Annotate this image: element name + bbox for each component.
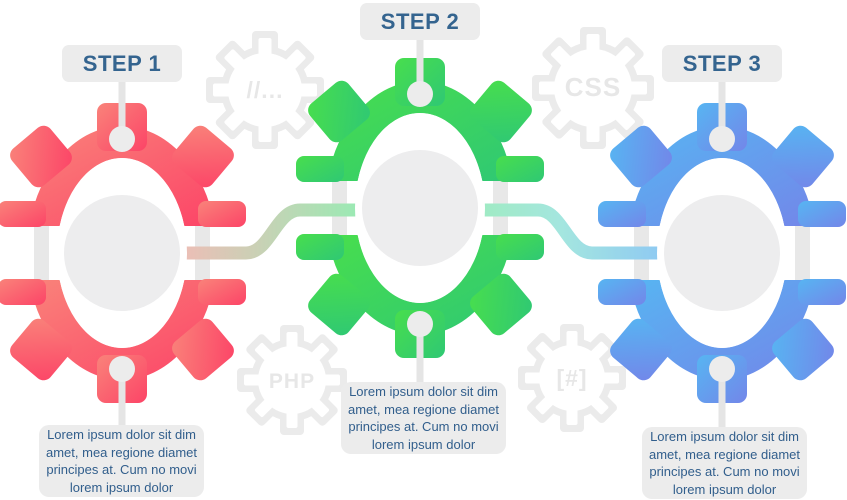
gear1-top-dot [109,126,135,152]
pin-dots [109,81,735,382]
step1-label: STEP 1 [62,45,182,82]
line-label1-gear1 [118,82,126,139]
step2-card-line: lorem ipsum dolor [371,436,476,452]
line-label3-gear3 [718,82,726,139]
step3-label: STEP 3 [662,45,782,82]
background-gear-php-text: PHP [269,370,315,393]
line-gear1-card1 [118,369,126,425]
step3-card-line: lorem ipsum dolor [672,481,777,497]
step3-card-line: amet, mea regione diamet [648,446,801,462]
step1-card-line: amet, mea regione diamet [45,444,198,460]
gear2-bottom-dot [407,311,433,337]
connector-step2-step3 [420,203,722,260]
step3-card: Lorem ipsum dolor sit dim amet, mea regi… [642,427,807,499]
background-gear-comment-text: //... [247,77,284,103]
background-gear-hash-text: [#] [556,365,587,391]
background-gear-comment: //... [206,31,324,149]
line-gear2-card2 [416,324,424,382]
line-label2-gear2 [416,40,424,94]
step2-card-line: principes at. Cum no movi [348,419,499,434]
line-gear3-card3 [718,369,726,427]
step3-card-line: Lorem ipsum dolor sit dim [650,429,799,444]
gear2-top-dot [407,81,433,107]
step2-card: Lorem ipsum dolor sit dim amet, mea regi… [341,382,506,454]
step2-card-line: Lorem ipsum dolor sit dim [349,384,498,399]
connector-step1-step2 [122,203,420,260]
background-gears-layer: //... CSS PHP [#] [206,27,654,435]
background-gear-php: PHP [237,325,347,435]
vertical-connector-lines [118,40,726,427]
step2-label: STEP 2 [360,3,480,40]
step2-card-line: amet, mea regione diamet [347,401,500,417]
step1-card: Lorem ipsum dolor sit dim amet, mea regi… [39,425,204,497]
background-gear-css-text: CSS [565,72,621,102]
background-gear-css: CSS [532,27,654,149]
gear3-bottom-dot [709,356,735,382]
background-gear-hash: [#] [518,324,626,432]
step1-card-line: principes at. Cum no movi [46,462,197,477]
step1-card-line: Lorem ipsum dolor sit dim [47,427,196,442]
gear1-bottom-dot [109,356,135,382]
step1-card-line: lorem ipsum dolor [69,479,174,495]
step3-card-line: principes at. Cum no movi [649,464,800,479]
gear3-top-dot [709,126,735,152]
